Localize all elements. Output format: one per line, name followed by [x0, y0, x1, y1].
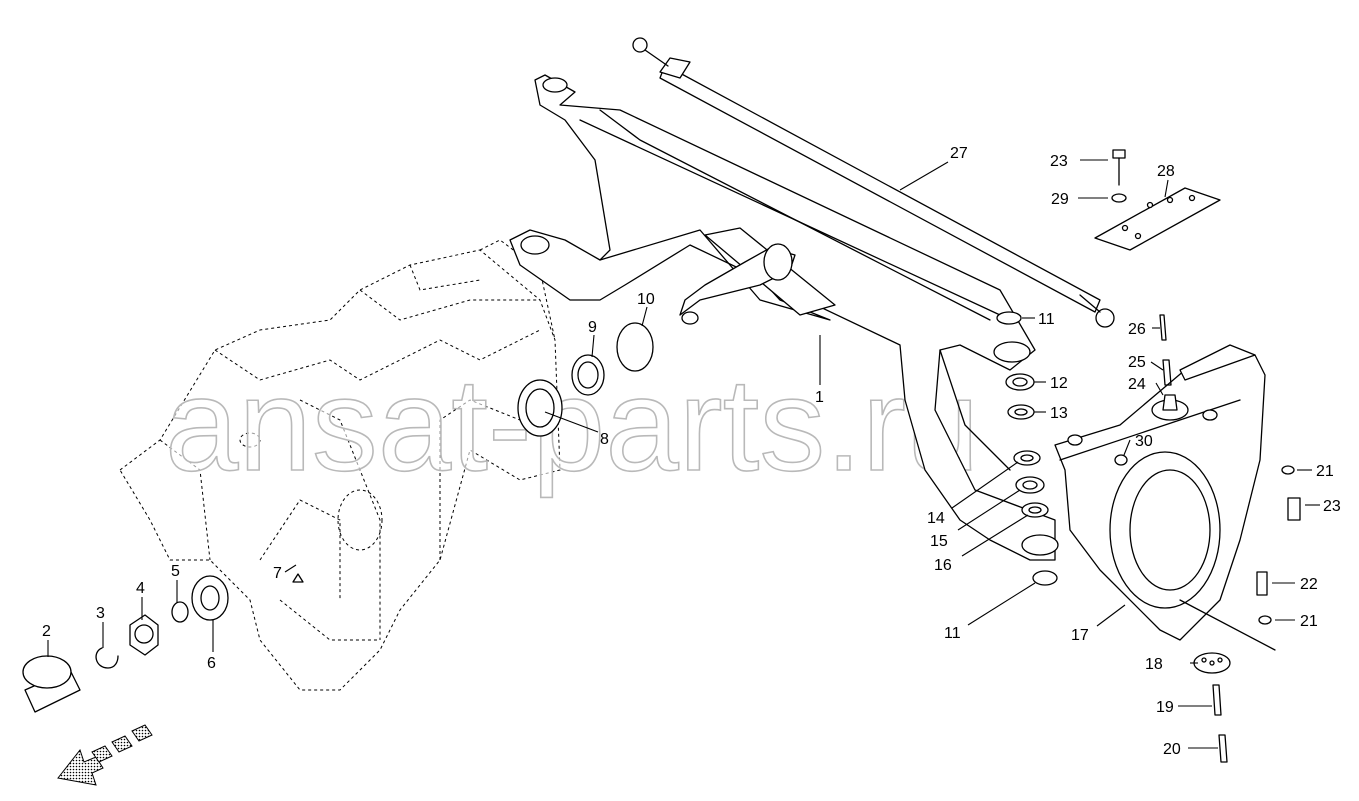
washer-21-lower [1258, 615, 1272, 625]
part-label-1: 1 [815, 389, 824, 406]
seal-14 [1013, 450, 1041, 466]
part-label-6: 6 [207, 655, 216, 672]
seal-ring [616, 322, 654, 372]
part-label-8: 8 [600, 431, 609, 448]
part-label-21-lower: 21 [1300, 613, 1318, 630]
part-label-12: 12 [1050, 375, 1068, 392]
stud-26 [1159, 314, 1167, 341]
part-label-13: 13 [1050, 405, 1068, 422]
washer-16 [1021, 502, 1049, 518]
part-labels: 1 2 3 4 5 6 7 8 9 10 11 11 12 13 14 15 1… [42, 145, 1341, 758]
tie-rod [632, 37, 1115, 328]
part-label-4: 4 [136, 580, 145, 597]
disc-18 [1193, 652, 1231, 674]
part-label-29: 29 [1051, 191, 1069, 208]
axle-bracket [1054, 344, 1276, 651]
bearing-12 [1005, 373, 1035, 391]
part-label-21-upper: 21 [1316, 463, 1334, 480]
part-label-3: 3 [96, 605, 105, 622]
leader-lines [47, 159, 1320, 749]
tractor-frame [119, 239, 561, 691]
part-label-5: 5 [171, 563, 180, 580]
bolt-22 [1256, 571, 1268, 596]
washer-13 [1007, 404, 1035, 420]
part-label-10: 10 [637, 291, 655, 308]
part-label-22: 22 [1300, 576, 1318, 593]
stud-19 [1212, 684, 1222, 716]
part-label-26: 26 [1128, 321, 1146, 338]
part-label-16: 16 [934, 557, 952, 574]
plate-holes [1121, 194, 1196, 240]
bolt-23-top [1112, 149, 1126, 186]
part-label-27: 27 [950, 145, 968, 162]
axle-spindle [679, 243, 796, 325]
o-ring [171, 601, 189, 623]
mounting-plate [1094, 187, 1221, 251]
part-label-24: 24 [1128, 376, 1146, 393]
direction-arrow [57, 724, 153, 786]
bolt-23-right [1287, 497, 1301, 521]
part-label-20: 20 [1163, 741, 1181, 758]
part-label-2: 2 [42, 623, 51, 640]
grease-nipple [292, 573, 304, 583]
washer-29 [1111, 193, 1127, 203]
part-label-7: 7 [273, 565, 282, 582]
hub-cap [22, 655, 81, 713]
part-label-19: 19 [1156, 699, 1174, 716]
bushing-bottom [1032, 570, 1058, 586]
bushing-top [996, 311, 1022, 325]
part-label-15: 15 [930, 533, 948, 550]
castle-nut [129, 614, 159, 656]
bearing-inner [517, 379, 563, 437]
part-label-30: 30 [1135, 433, 1153, 450]
part-label-18: 18 [1145, 656, 1163, 673]
washer-21-upper [1281, 465, 1295, 475]
part-label-14: 14 [927, 510, 945, 527]
part-label-23-right: 23 [1323, 498, 1341, 515]
part-label-9: 9 [588, 319, 597, 336]
pin-20 [1218, 734, 1228, 763]
part-label-11-bottom: 11 [944, 625, 961, 642]
part-label-25: 25 [1128, 354, 1146, 371]
pin-25 [1162, 359, 1172, 386]
bearing-15 [1015, 476, 1045, 494]
part-label-11-top: 11 [1038, 311, 1055, 328]
part-label-23-top: 23 [1050, 153, 1068, 170]
nut-30 [1114, 454, 1128, 466]
spacer-washer [571, 354, 605, 396]
part-label-17: 17 [1071, 627, 1089, 644]
bearing-outer [191, 575, 229, 621]
pivot-24 [1151, 394, 1189, 421]
part-label-28: 28 [1157, 163, 1175, 180]
circlip [95, 647, 119, 669]
